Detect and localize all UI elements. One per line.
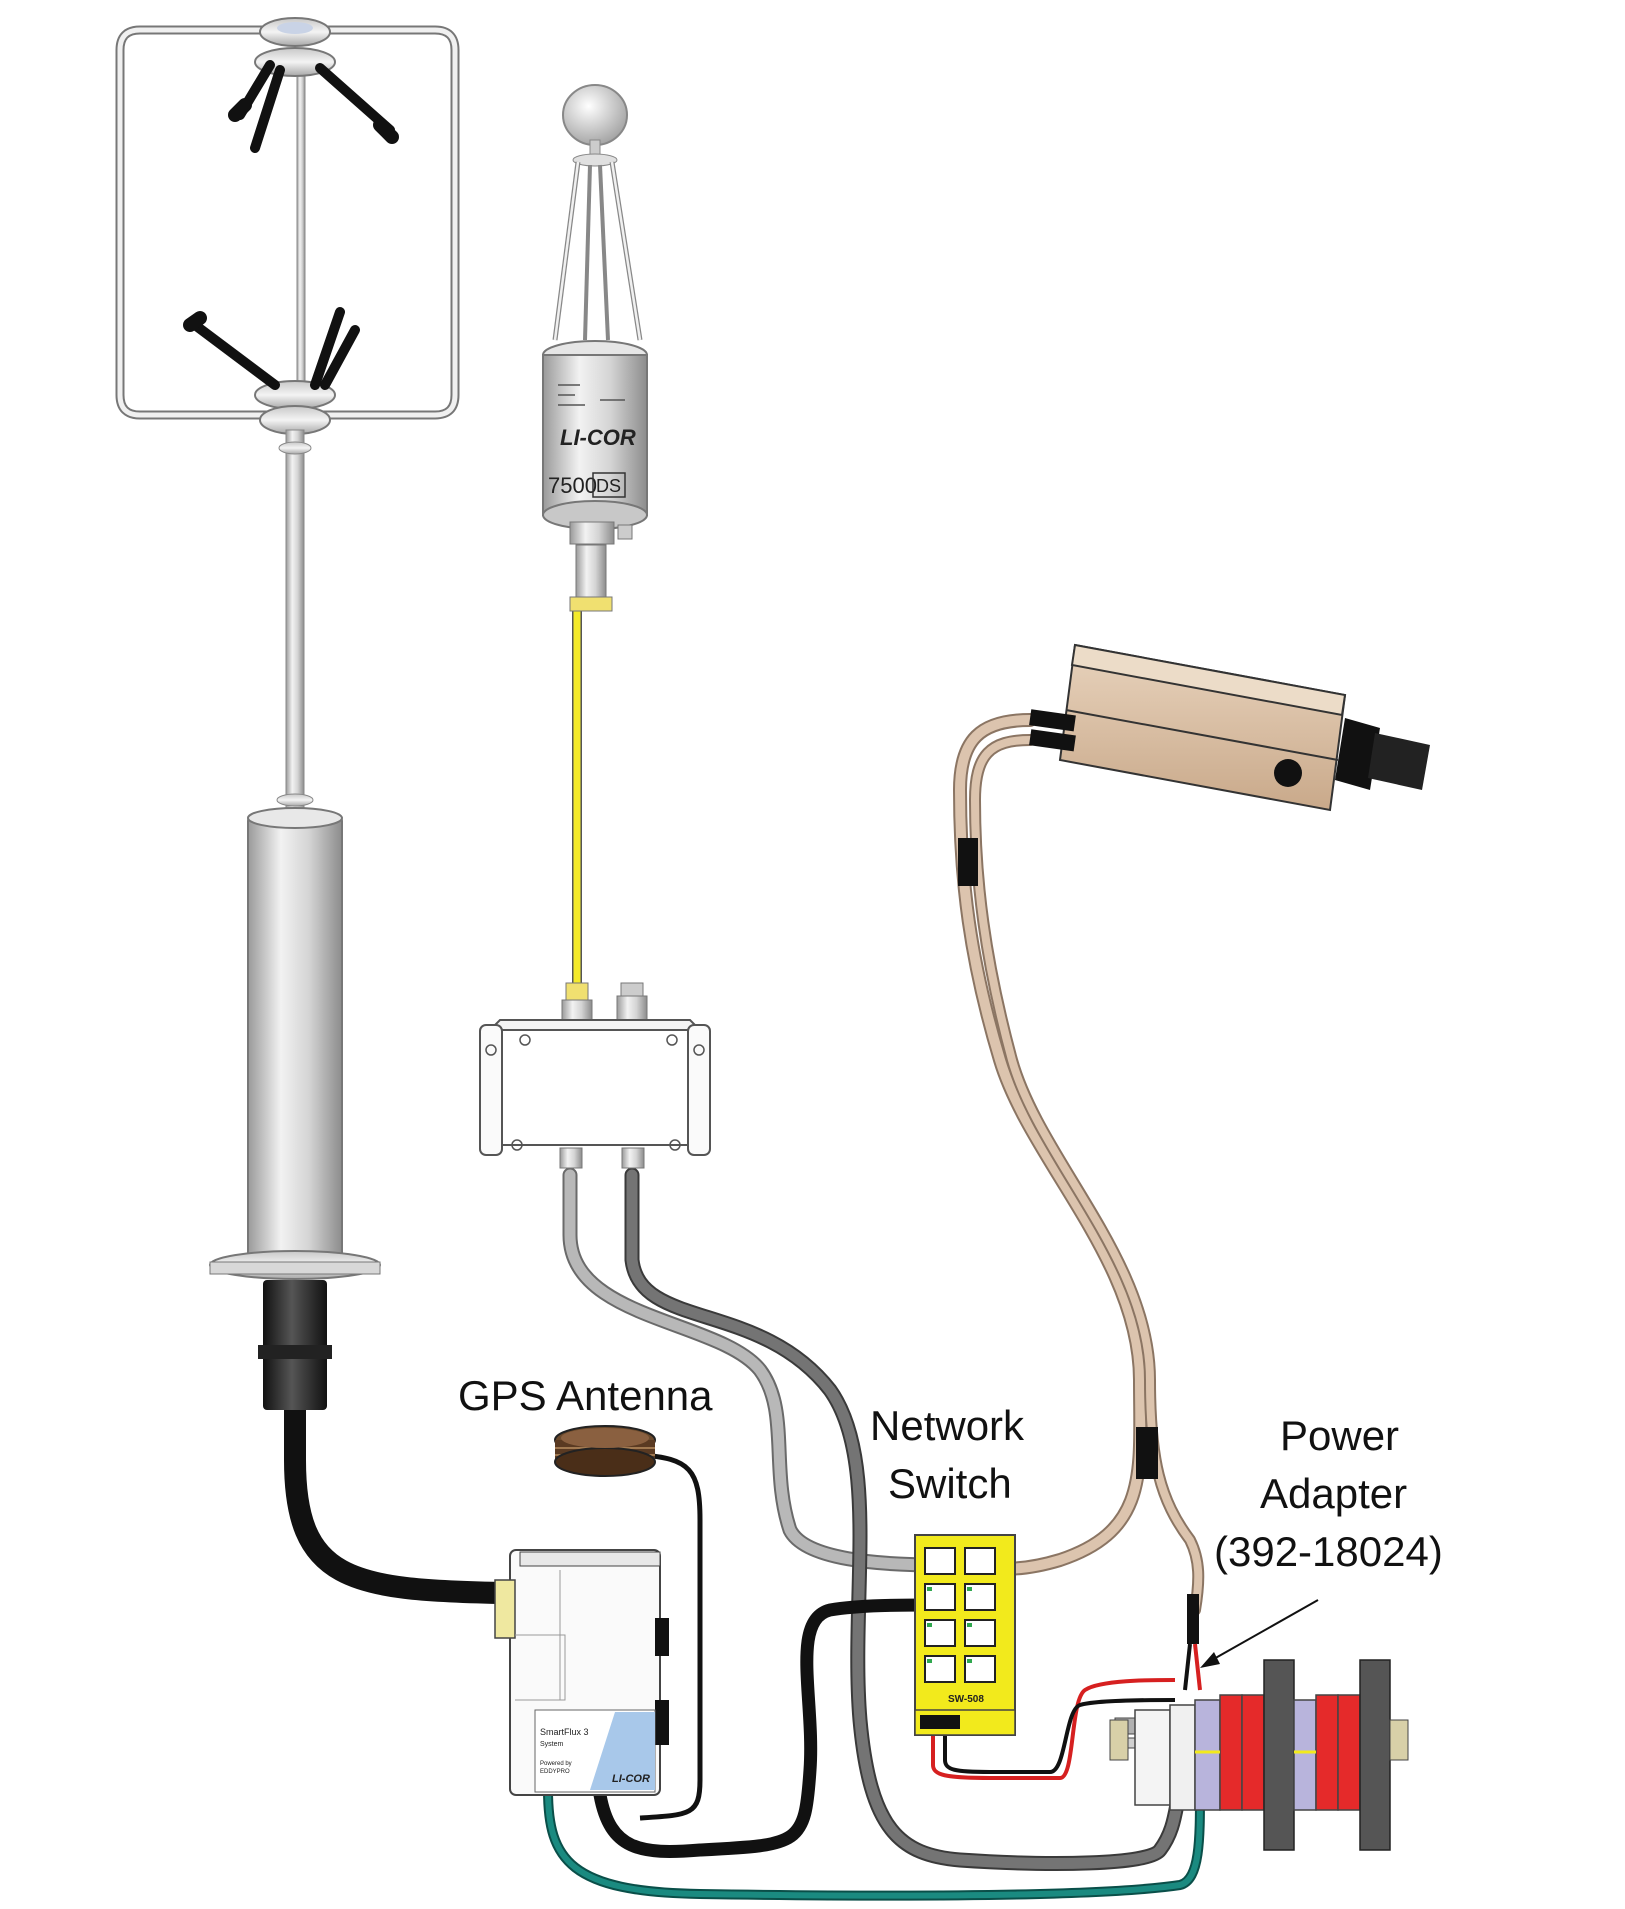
smartflux-sub-text: System [540, 1741, 564, 1748]
analyzer-brand-text: LI-COR [560, 425, 636, 450]
power-adapter-pointer-arrow [1200, 1599, 1319, 1668]
switch-ports [924, 1547, 996, 1683]
smartflux-eddypro-text: EDDYPRO [540, 1769, 570, 1775]
junction-box [479, 982, 711, 1169]
network-switch-label-line2: Switch [888, 1460, 1012, 1507]
camera [1029, 643, 1430, 812]
lower-transducers [183, 307, 360, 390]
power-adapter-label-line2: Adapter [1260, 1470, 1407, 1517]
analyzer-suffix-text: DS [596, 476, 621, 496]
analyzer-label-lines [558, 384, 625, 406]
gps-antenna-label: GPS Antenna [458, 1372, 713, 1419]
smartflux-powered-text: Powered by [540, 1761, 572, 1767]
ferrite-clamp-lower [1136, 1427, 1158, 1479]
network-switch: SW-508 [914, 1534, 1016, 1736]
upper-transducers [228, 60, 399, 153]
cables [284, 605, 1205, 1901]
power-adapter-label-line3: (392-18024) [1214, 1528, 1443, 1575]
smartflux-brand-text: LI-COR [612, 1773, 650, 1785]
switch-model-text: SW-508 [948, 1694, 984, 1705]
black-ethernet-cable [593, 1598, 942, 1858]
gas-analyzer: LI-COR 7500 DS [542, 84, 648, 612]
dark-gray-cable [624, 1167, 1188, 1871]
smartflux-3-system: SmartFlux 3 System Powered by EDDYPRO LI… [494, 1549, 669, 1796]
switch-power-wires [931, 1643, 1202, 1780]
callout-labels: GPS Antenna Network Switch Power Adapter… [458, 1372, 1443, 1668]
black-sonic-cable [284, 1399, 511, 1604]
power-connector [1187, 1594, 1199, 1644]
sonic-anemometer [115, 17, 460, 1410]
gps-antenna [554, 1425, 656, 1477]
gps-cable [639, 1452, 703, 1821]
analyzer-model-text: 7500 [548, 473, 597, 498]
smartflux-name-text: SmartFlux 3 [540, 1727, 589, 1737]
light-gray-cable [562, 1167, 948, 1573]
teal-power-cable [543, 1785, 1205, 1901]
power-adapter-label-line1: Power [1280, 1412, 1399, 1459]
network-switch-label-line1: Network [870, 1402, 1025, 1449]
power-adapter-terminal-block [1109, 1659, 1409, 1851]
ferrite-clamp-upper [958, 838, 978, 886]
tan-camera-cable [952, 713, 1205, 1644]
